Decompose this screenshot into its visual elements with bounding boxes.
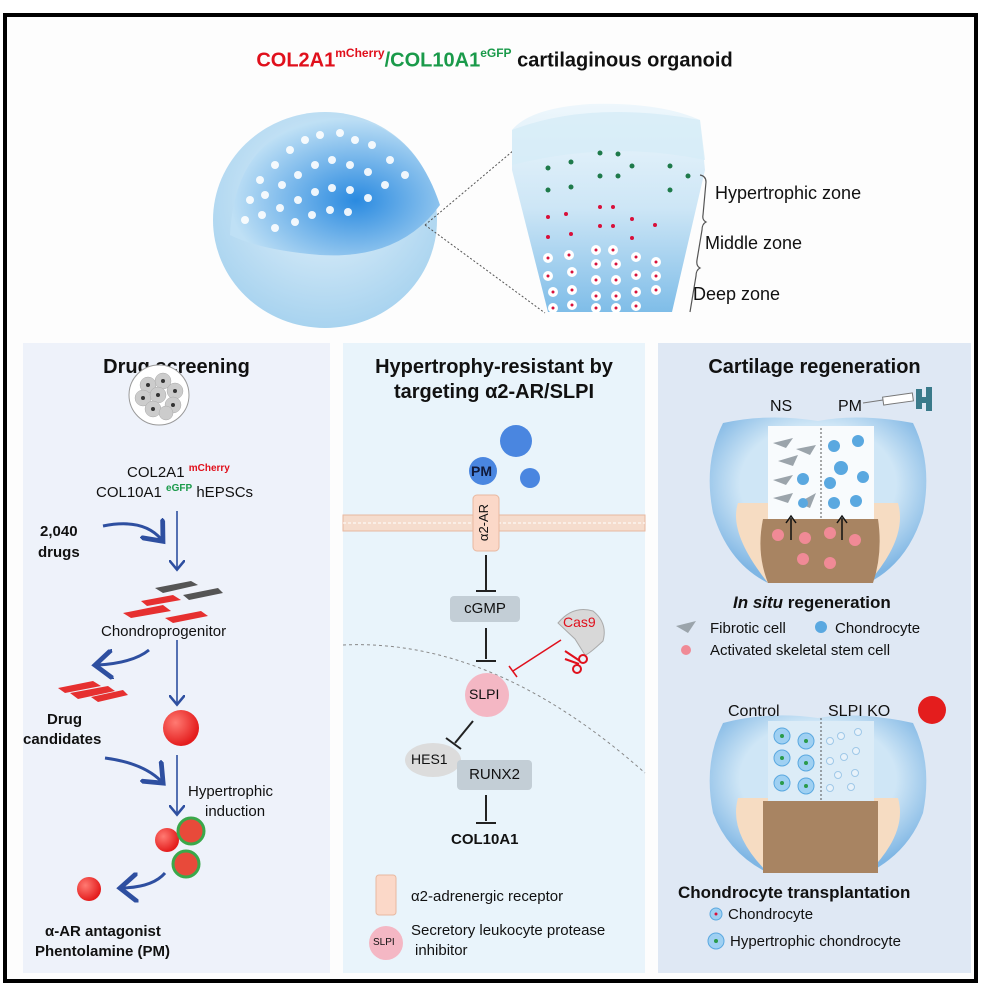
zone-label-hypertrophic: Hypertrophic zone — [715, 183, 862, 203]
legend-fibrotic-label: Fibrotic cell — [710, 620, 786, 637]
title-rest: cartilaginous organoid — [511, 49, 733, 72]
cas9-label: Cas9 — [563, 614, 596, 630]
pm-label: PM — [838, 398, 862, 415]
runx2-node: RUNX2 — [457, 760, 532, 790]
legend-stem-cell-label: Activated skeletal stem cell — [710, 642, 891, 659]
alpha2-ar-label: α2-AR — [476, 503, 492, 542]
drug-candidates-label-2: candidates — [23, 731, 102, 748]
drug-candidates-label-1: Drug — [47, 711, 82, 728]
cell-line-2: COL10A1 eGFP hEPSCs — [96, 483, 254, 501]
hes1-label: HES1 — [411, 751, 448, 767]
cas9-inhibition — [512, 639, 562, 672]
organoid-illustration — [213, 103, 708, 328]
cas9-protein — [557, 609, 605, 656]
control-label: Control — [728, 703, 780, 720]
pm-label: PM — [471, 463, 492, 479]
middle-cells — [546, 205, 657, 240]
title-egfp: eGFP — [480, 46, 512, 60]
drugs-label: drugs — [38, 544, 80, 561]
drug-screening-diagram — [58, 364, 223, 973]
deep-cells — [543, 245, 661, 313]
pm-molecule-large — [500, 425, 532, 457]
hypertrophic-induction-2: induction — [205, 803, 266, 820]
syringe-icon — [862, 387, 932, 411]
hypertrophic-cells — [545, 150, 691, 193]
pm-molecule — [469, 457, 497, 485]
panel-drug-screening: Drug screening — [23, 343, 330, 973]
joint-transplant — [709, 715, 927, 873]
alpha2-ar-receptor — [472, 494, 500, 552]
organoid-cells — [241, 129, 409, 232]
zone-label-deep: Deep zone — [693, 284, 781, 304]
pm-molecule-small — [520, 468, 540, 488]
legend-slpi-icon-label: SLPI — [373, 937, 395, 948]
drug-candidate-cells-icon — [58, 681, 128, 702]
panel-regeneration: Cartilage regeneration — [658, 343, 971, 973]
hepsc-colony-icon — [128, 364, 190, 426]
title-mcherry: mCherry — [335, 46, 385, 60]
legend-stem-cell-icon — [681, 645, 691, 655]
transplant-title: Chondrocyte transplantation — [678, 883, 911, 902]
zone-label-middle: Middle zone — [705, 233, 803, 253]
insitu-title: In situ regeneration — [733, 593, 891, 612]
defect-ns — [768, 426, 821, 519]
col10a1-label: COL10A1 — [451, 831, 519, 848]
legend2-chondrocyte-label: Chondrocyte — [728, 906, 814, 923]
result-label-2: Phentolamine (PM) — [35, 943, 171, 960]
title-col10a1: COL10A1 — [390, 49, 481, 72]
slpi-protein — [465, 673, 509, 717]
bone-transplant — [763, 801, 878, 873]
nucleus-boundary — [342, 644, 646, 774]
result-label-1: α-AR antagonist — [45, 923, 161, 940]
red-ball-icon — [155, 828, 179, 852]
scissors-icon — [564, 650, 588, 674]
legend2-hypertrophic-label: Hypertrophic chondrocyte — [730, 933, 901, 950]
legend-slpi-icon — [369, 926, 403, 960]
chondroprogenitor-label: Chondroprogenitor — [101, 623, 227, 640]
slpi-ko-label: SLPI KO — [828, 703, 891, 720]
candidate-ball-icon — [163, 710, 199, 746]
legend-chondrocyte-label: Chondrocyte — [835, 620, 921, 637]
arrow-to-pm — [123, 871, 167, 888]
pathway-diagram — [342, 425, 646, 960]
hypertrophic-ball-icon — [171, 849, 201, 879]
hypertrophic-induction-1: Hypertrophic — [188, 783, 274, 800]
panel-title-line-1: Hypertrophy-resistant by — [375, 356, 613, 378]
regeneration-diagram — [676, 387, 946, 950]
panel-title: Cartilage regeneration — [708, 356, 921, 378]
slpi-ko-ball-icon — [918, 696, 946, 724]
legend-slpi-label-1: Secretory leukocyte protease — [411, 922, 606, 939]
legend-chondrocyte-icon — [815, 621, 827, 633]
cgmp-node: cGMP — [450, 596, 520, 622]
pm-ball-icon — [77, 877, 101, 901]
legend-receptor-label: α2-adrenergic receptor — [411, 888, 564, 905]
zone-bracket — [689, 174, 708, 313]
legend-receptor-icon — [375, 874, 397, 916]
legend-slpi-label-2: inhibitor — [415, 942, 468, 959]
legend-fibrotic-icon — [676, 621, 696, 633]
subchondral-bone — [760, 519, 880, 583]
drugs-count: 2,040 — [40, 523, 78, 540]
arrow-to-candidates — [98, 648, 150, 665]
hypertrophic-ball-icon — [176, 816, 206, 846]
zoom-line-top — [424, 144, 521, 226]
arrow-candidates-down — [104, 756, 161, 781]
title-col2a1: COL2A1 — [256, 49, 336, 72]
figure-title: COL2A1mCherry/COL10A1eGFP cartilaginous … — [0, 46, 989, 73]
panel-pathway: Hypertrophy-resistant by targeting α2-AR… — [342, 343, 646, 973]
ns-label: NS — [770, 398, 793, 415]
hes1-protein — [405, 743, 461, 777]
title-slash: / — [384, 49, 391, 72]
cell-line-1: COL2A1 mCherry — [127, 463, 230, 481]
arrow-drugs — [102, 524, 161, 539]
joint-insitu — [709, 417, 927, 583]
panel-title-line-2: targeting α2-AR/SLPI — [393, 381, 595, 403]
chondroprogenitor-cells-icon — [123, 581, 223, 623]
slpi-label: SLPI — [469, 686, 500, 702]
zoom-line-bottom — [424, 224, 546, 314]
